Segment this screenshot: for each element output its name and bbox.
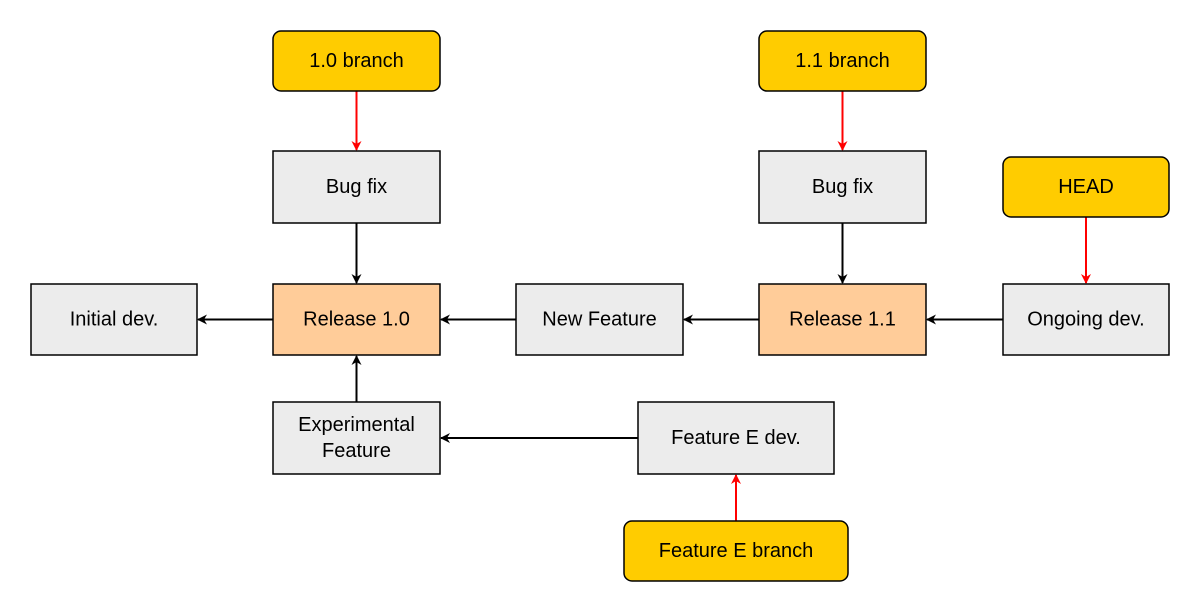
node-box	[758, 283, 927, 356]
node-box	[515, 283, 684, 356]
node-label: Release 1.0	[303, 309, 410, 331]
node-label: 1.0 branch	[309, 50, 404, 72]
node-box	[637, 401, 835, 475]
node-box	[30, 283, 198, 356]
node-label: Initial dev.	[70, 309, 159, 331]
node-bugfix-1-0: Bug fix	[272, 150, 441, 224]
node-box	[1002, 283, 1170, 356]
node-label: 1.1 branch	[795, 50, 890, 72]
node-branch-1-1: 1.1 branch	[758, 30, 927, 92]
node-label: Feature E dev.	[671, 427, 801, 449]
node-new-feature: New Feature	[515, 283, 684, 356]
node-release-1-0: Release 1.0	[272, 283, 441, 356]
node-feature-e-dev: Feature E dev.	[637, 401, 835, 475]
node-box	[272, 283, 441, 356]
node-label: Release 1.1	[789, 309, 896, 331]
node-label: Ongoing dev.	[1027, 309, 1145, 331]
node-label: Experimental	[298, 414, 415, 436]
node-box	[623, 520, 849, 582]
node-box	[272, 30, 441, 92]
node-label: Bug fix	[812, 176, 873, 198]
node-box	[758, 150, 927, 224]
node-ongoing-dev: Ongoing dev.	[1002, 283, 1170, 356]
edges-layer	[197, 91, 1091, 521]
node-box	[758, 30, 927, 92]
node-box	[272, 150, 441, 224]
node-initial-dev: Initial dev.	[30, 283, 198, 356]
node-label: Feature E branch	[659, 540, 814, 562]
node-release-1-1: Release 1.1	[758, 283, 927, 356]
node-head: HEAD	[1002, 156, 1170, 218]
node-bugfix-1-1: Bug fix	[758, 150, 927, 224]
node-label: Bug fix	[326, 176, 387, 198]
node-box	[272, 401, 441, 475]
node-feature-e-branch: Feature E branch	[623, 520, 849, 582]
node-label: New Feature	[542, 309, 657, 331]
node-label: HEAD	[1058, 176, 1114, 198]
node-box	[1002, 156, 1170, 218]
node-branch-1-0: 1.0 branch	[272, 30, 441, 92]
node-label: Feature	[322, 440, 391, 462]
